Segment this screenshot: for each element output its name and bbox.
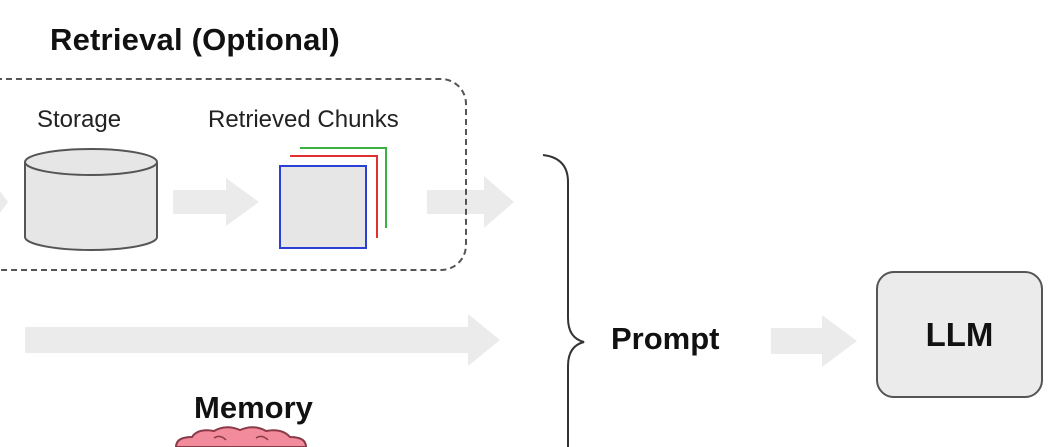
retrieval-title: Retrieval (Optional) [50, 22, 340, 57]
chunk-green [300, 147, 387, 228]
chunk-red [290, 155, 378, 238]
storage-cylinder-icon [24, 148, 158, 251]
curly-brace [542, 154, 585, 447]
incoming-arrow-partial [0, 191, 8, 213]
storage-label: Storage [37, 106, 122, 133]
retrieved-chunks-label: Retrieved Chunks [208, 106, 399, 133]
prompt-to-llm-arrow [771, 315, 857, 367]
retrieved-chunks-icon [279, 147, 387, 249]
context-to-prompt-arrow [25, 314, 500, 366]
prompt-label: Prompt [611, 321, 720, 356]
retrieval-to-prompt-arrow [427, 176, 514, 228]
chunk-blue [279, 165, 367, 249]
memory-brain-icon [174, 426, 308, 447]
retrieval-region [0, 78, 467, 271]
storage-to-chunks-arrow [173, 178, 259, 226]
memory-label: Memory [194, 390, 313, 425]
llm-label: LLM [925, 315, 994, 353]
llm-box: LLM [876, 271, 1043, 398]
